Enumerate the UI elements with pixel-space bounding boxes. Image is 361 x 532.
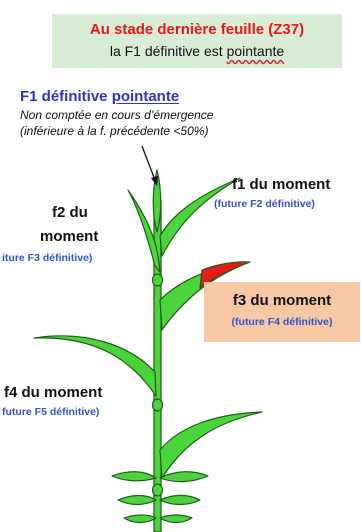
flag-leaf-pointante	[152, 169, 162, 233]
leaf-f4	[33, 335, 157, 397]
f1-definitive-label: F1 définitive pointante	[20, 88, 179, 105]
f1-definitive-prefix: F1 définitive	[20, 88, 112, 105]
f2-moment-sub: iture F3 définitive)	[2, 252, 93, 264]
title-box: Au stade dernière feuille (Z37) la F1 dé…	[52, 14, 342, 68]
tiller-leaf	[111, 471, 157, 482]
tiller-leaf	[159, 514, 193, 524]
title-line1: Au stade dernière feuille (Z37)	[89, 21, 305, 38]
tiller-leaf	[117, 494, 157, 506]
f1-moment-sub: (future F2 définitive)	[214, 198, 315, 210]
title-line2: la F1 définitive est pointante	[52, 43, 342, 59]
title-line2-prefix: la F1 définitive est	[109, 43, 227, 59]
leaf-lower-right	[159, 411, 263, 479]
tiller-leaf	[159, 471, 209, 483]
f4-moment-label: f4 du moment	[4, 384, 103, 401]
pointer-arrowhead	[151, 176, 158, 186]
stem-node	[151, 273, 164, 287]
f1-definitive-pointante: pointante	[111, 88, 180, 105]
leaf-f3-dead-part	[199, 261, 251, 289]
f2-moment-label-line2: moment	[40, 228, 99, 245]
stem-node	[151, 483, 164, 497]
f4-moment-sub: future F5 définitive)	[2, 406, 100, 418]
title-pointante-word: pointante	[226, 43, 285, 59]
f1-note-line1: Non comptée en cours d’émergence	[20, 108, 214, 122]
f3-highlight-box: f3 du moment (future F4 définitive)	[204, 282, 360, 342]
f3-moment-label: f3 du moment	[232, 292, 332, 309]
f3-moment-sub: (future F4 définitive)	[231, 316, 333, 328]
f1-moment-label: f1 du moment	[232, 176, 331, 193]
tiller-leaf	[123, 514, 157, 524]
leaf-f2	[127, 189, 161, 273]
pointer-arrow-line	[141, 145, 156, 181]
tiller-leaf	[159, 494, 201, 506]
stem-node	[151, 398, 164, 412]
f2-moment-label-line1: f2 du	[52, 204, 88, 221]
f1-note-line2: (inférieure à la f. précédente <50%)	[20, 124, 209, 138]
leaf-f1	[159, 177, 241, 257]
